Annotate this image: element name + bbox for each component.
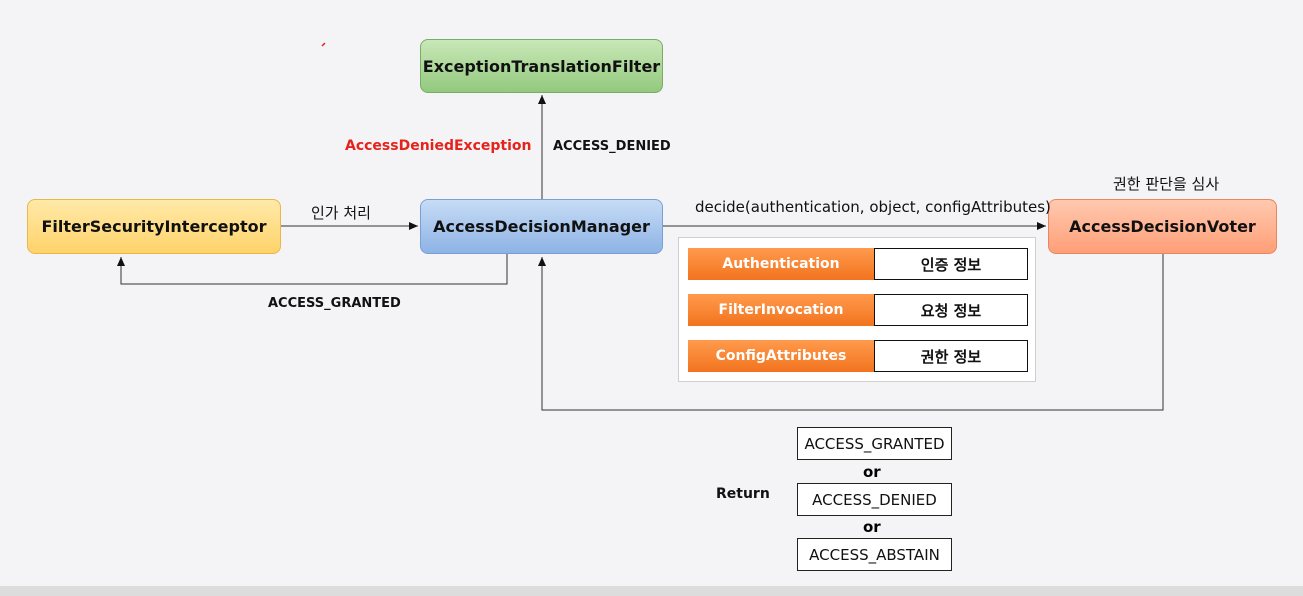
param-name: Authentication [688, 248, 874, 280]
bottom-band [0, 586, 1303, 596]
arrow-manager-to-interceptor [117, 254, 508, 285]
return-option-denied: ACCESS_DENIED [797, 483, 952, 516]
authorization-processing-label: 인가 처리 [311, 204, 371, 222]
access-granted-label: ACCESS_GRANTED [268, 296, 401, 311]
param-row: FilterInvocation 요청 정보 [688, 294, 1028, 326]
param-row: Authentication 인증 정보 [688, 248, 1028, 280]
voter-caption-label: 권한 판단을 심사 [1113, 175, 1220, 193]
return-option-abstain: ACCESS_ABSTAIN [797, 538, 952, 571]
red-mark [321, 42, 326, 47]
decide-call-label: decide(authentication, object, configAtt… [695, 198, 1051, 216]
param-name: FilterInvocation [688, 294, 874, 326]
or-separator: or [863, 518, 881, 536]
decide-params-panel: Authentication 인증 정보 FilterInvocation 요청… [678, 237, 1036, 382]
access-denied-label: ACCESS_DENIED [553, 139, 671, 154]
or-separator: or [863, 463, 881, 481]
return-option-granted: ACCESS_GRANTED [797, 427, 952, 460]
param-meaning: 요청 정보 [874, 294, 1028, 326]
param-name: ConfigAttributes [688, 340, 874, 372]
return-label: Return [716, 486, 770, 502]
access-decision-manager-node: AccessDecisionManager [420, 199, 663, 254]
access-decision-voter-node: AccessDecisionVoter [1048, 199, 1277, 254]
filter-security-interceptor-node: FilterSecurityInterceptor [27, 199, 281, 254]
param-row: ConfigAttributes 권한 정보 [688, 340, 1028, 372]
access-denied-exception-label: AccessDeniedException [345, 138, 532, 154]
exception-translation-filter-node: ExceptionTranslationFilter [420, 39, 663, 93]
arrow-voter-to-manager [538, 254, 1164, 411]
param-meaning: 권한 정보 [874, 340, 1028, 372]
param-meaning: 인증 정보 [874, 248, 1028, 280]
